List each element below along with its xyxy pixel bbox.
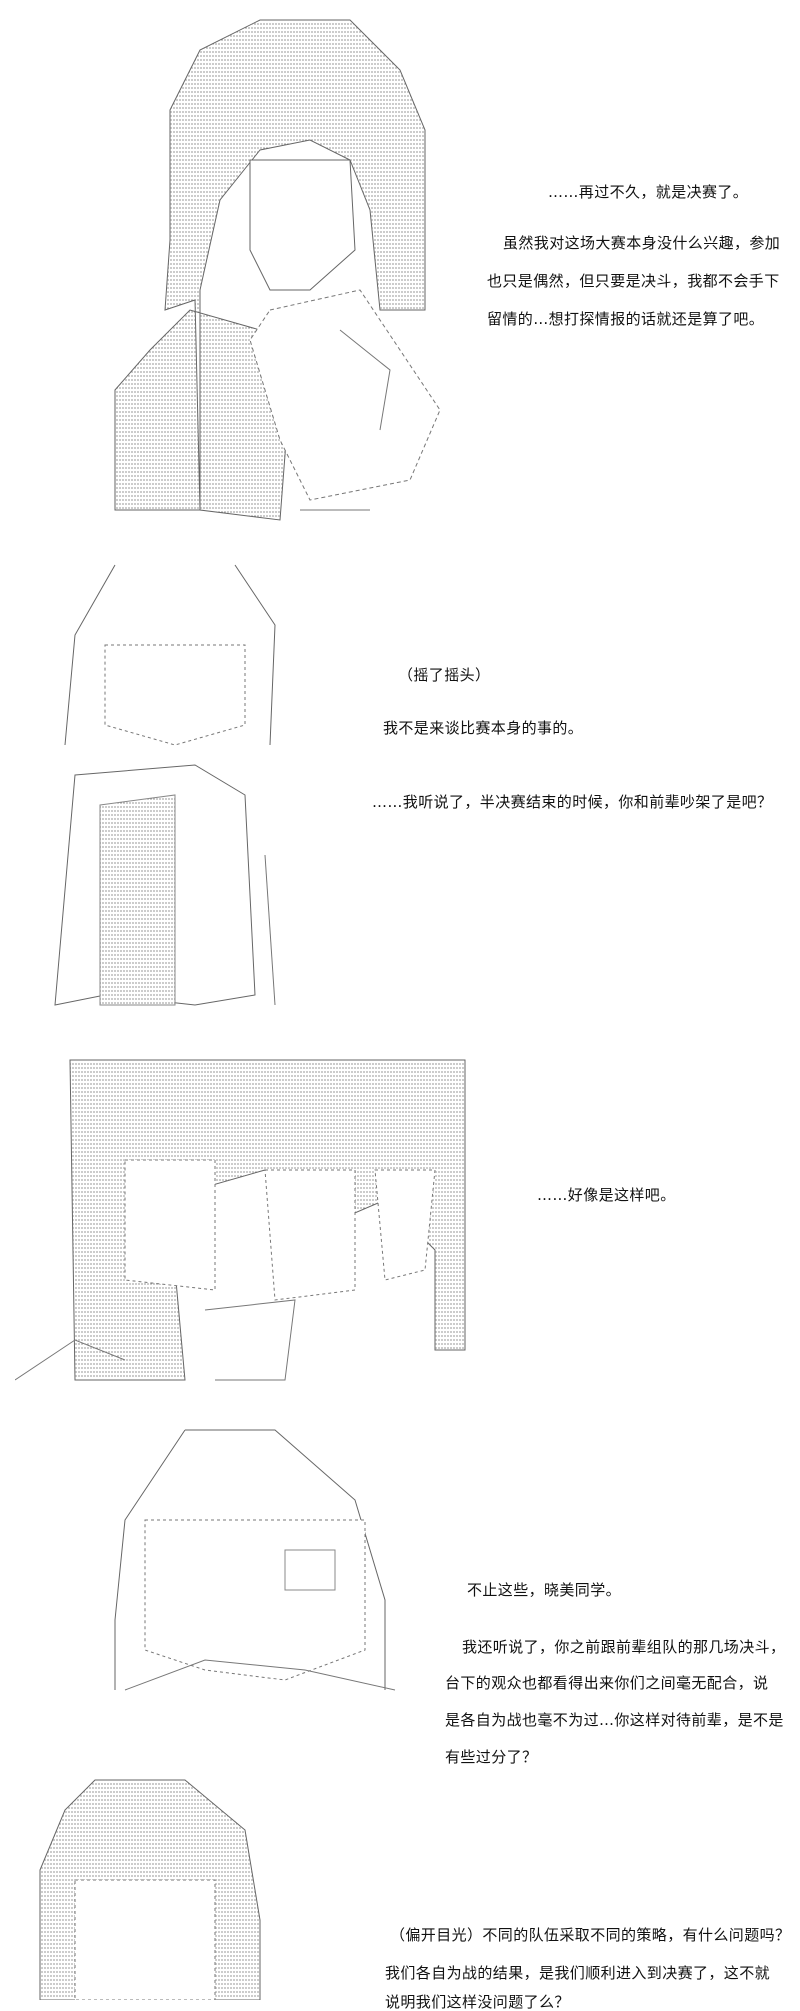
ascii-art-two-girls-closeup	[15, 1050, 495, 1390]
dialogue-line: 有些过分了？	[445, 1748, 538, 1766]
dialogue-line: ……再过不久，就是决赛了。	[548, 183, 749, 201]
ascii-art-girl-looking-away	[35, 1770, 265, 2000]
dialogue-line: 虽然我对这场大赛本身没什么兴趣，参加	[503, 234, 781, 252]
dialogue-line: ……我听说了，半决赛结束的时候，你和前辈吵架了是吧？	[372, 793, 773, 811]
dialogue-line: 说明我们这样没问题了么？	[385, 1993, 570, 2011]
ascii-art-girl-short-hair	[45, 545, 325, 1015]
dialogue-line: （摇了摇头）	[398, 666, 491, 684]
ascii-art-girl-long-hair	[110, 10, 440, 530]
dialogue-line: 我们各自为战的结果，是我们顺利进入到决赛了，这不就	[385, 1964, 771, 1982]
ascii-art-girl-smiling	[105, 1420, 415, 1720]
dialogue-line: ……好像是这样吧。	[537, 1186, 676, 1204]
dialogue-line: 不止这些，晓美同学。	[467, 1581, 622, 1599]
dialogue-line: 台下的观众也都看得出来你们之间毫无配合，说	[445, 1674, 769, 1692]
dialogue-line: 我不是来谈比赛本身的事的。	[383, 719, 584, 737]
dialogue-line: 是各自为战也毫不为过…你这样对待前辈，是不是	[445, 1711, 784, 1729]
dialogue-line: 也只是偶然，但只要是决斗，我都不会手下	[487, 272, 780, 290]
dialogue-line: 我还听说了，你之前跟前辈组队的那几场决斗，	[462, 1638, 786, 1656]
dialogue-line: （偏开目光）不同的队伍采取不同的策略，有什么问题吗？	[390, 1926, 791, 1944]
dialogue-line: 留情的…想打探情报的话就还是算了吧。	[487, 310, 765, 328]
